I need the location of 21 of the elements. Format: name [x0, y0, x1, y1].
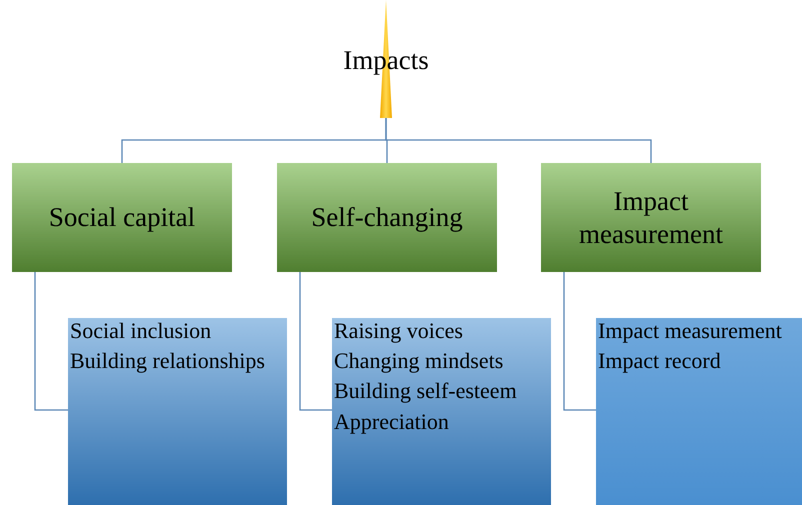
- item-label: Impact record: [598, 349, 722, 374]
- item-label: Appreciation: [334, 410, 450, 434]
- item-label: Building self-esteem: [334, 379, 518, 404]
- connector-line: [563, 272, 596, 411]
- item-label: Social inclusion: [70, 319, 212, 344]
- detail-box: [332, 318, 551, 505]
- category-label: Social capital: [48, 201, 196, 234]
- item-label: Changing mindsets: [334, 349, 504, 374]
- category-box: [12, 163, 232, 272]
- category-label: Self-changing: [311, 201, 463, 234]
- category-box: [277, 163, 497, 272]
- connector-line: [385, 118, 652, 163]
- item-label: Impact measurement: [598, 319, 783, 344]
- detail-box: [68, 318, 287, 505]
- connector-line: [299, 272, 332, 411]
- connector-line: [34, 272, 68, 411]
- category-label: Impact measurement: [578, 185, 724, 250]
- category-box: [541, 163, 761, 272]
- item-label: Raising voices: [334, 319, 464, 344]
- item-label: Building relationships: [70, 349, 266, 374]
- detail-box: [596, 318, 802, 505]
